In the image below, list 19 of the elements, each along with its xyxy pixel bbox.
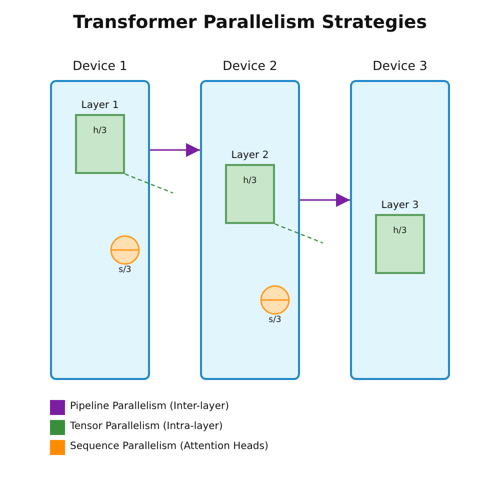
arrow xyxy=(300,193,350,207)
dashed-line xyxy=(274,223,324,244)
dashed-line xyxy=(124,173,174,194)
device-title: Device 2 xyxy=(222,58,278,73)
device-title: Device 1 xyxy=(72,58,128,73)
tensor-shard-box: h/3 xyxy=(75,114,125,174)
legend-label: Pipeline Parallelism (Inter-layer) xyxy=(70,401,229,412)
layer-label: Layer 3 xyxy=(380,200,420,211)
device-title: Device 3 xyxy=(372,58,428,73)
layer-label: Layer 1 xyxy=(80,100,120,111)
layer-label: Layer 2 xyxy=(230,150,270,161)
tensor-shard-box: h/3 xyxy=(225,164,275,224)
legend-label: Sequence Parallelism (Attention Heads) xyxy=(70,441,268,452)
diagram-title: Transformer Parallelism Strategies xyxy=(72,12,428,33)
arrow xyxy=(150,143,200,157)
shard-label: s/3 xyxy=(268,315,282,325)
shard-label: s/3 xyxy=(118,265,132,275)
legend-label: Tensor Parallelism (Intra-layer) xyxy=(70,421,223,432)
tensor-shard-box: h/3 xyxy=(375,214,425,274)
